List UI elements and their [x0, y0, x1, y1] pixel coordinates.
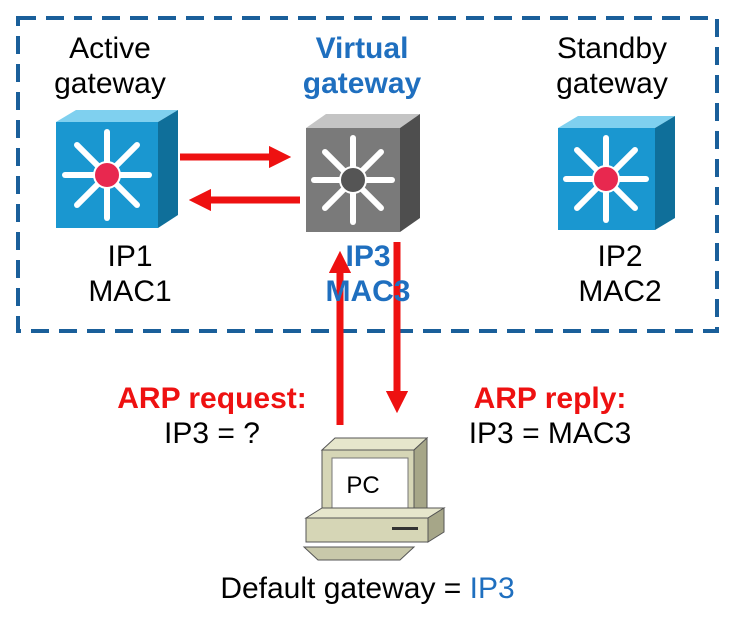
standby-ip: IP2 [597, 240, 643, 273]
default-gateway-value: IP3 [469, 572, 515, 605]
virtual-address: IP3 MAC3 [286, 240, 450, 309]
default-gateway-line: Default gateway = IP3 [0, 572, 735, 607]
virtual-gateway-title: Virtual gateway [280, 32, 444, 101]
virtual-title-line2: gateway [302, 66, 422, 100]
virtual-title-line1: Virtual [315, 32, 409, 65]
virtual-ip: IP3 [345, 240, 391, 273]
standby-title-line1: Standby [556, 32, 668, 65]
active-mac: MAC1 [88, 274, 172, 308]
active-title-line2: gateway [54, 66, 166, 100]
arp-reply-text: IP3 = MAC3 [468, 416, 632, 450]
arp-request-text: IP3 = ? [164, 416, 260, 450]
virtual-mac: MAC3 [325, 274, 411, 308]
active-switch-icon [56, 110, 178, 228]
standby-title-line2: gateway [556, 66, 668, 100]
arp-request-block: ARP request: IP3 = ? [92, 382, 332, 451]
active-gateway-title: Active gateway [30, 32, 190, 101]
active-ip: IP1 [107, 240, 153, 273]
pc-icon [302, 436, 446, 561]
arp-reply-block: ARP reply: IP3 = MAC3 [440, 382, 660, 451]
gateway-group-box [16, 16, 719, 333]
standby-gateway-title: Standby gateway [532, 32, 692, 101]
arp-request-label: ARP request: [117, 382, 307, 415]
standby-address: IP2 MAC2 [540, 240, 700, 309]
standby-switch-icon [558, 116, 675, 230]
standby-mac: MAC2 [578, 274, 662, 308]
active-title-line1: Active [69, 32, 151, 65]
active-address: IP1 MAC1 [50, 240, 210, 309]
virtual-switch-icon [306, 114, 420, 232]
pc-screen-label: PC [346, 472, 380, 499]
default-gateway-prefix: Default gateway = [220, 572, 470, 605]
arp-reply-label: ARP reply: [473, 382, 627, 415]
